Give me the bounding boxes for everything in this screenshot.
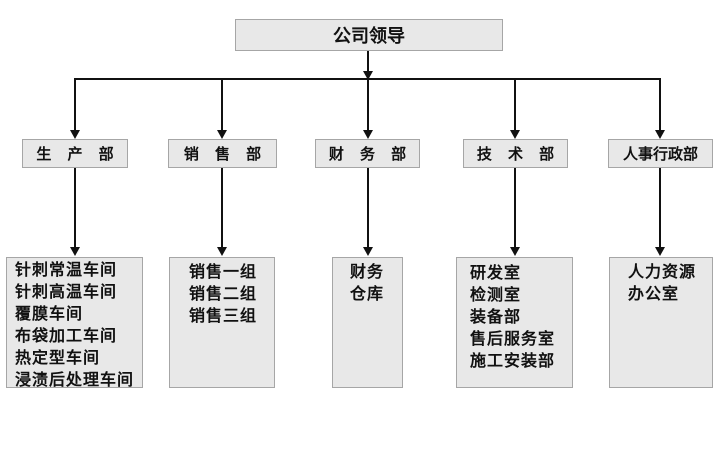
arrow-down-icon [70,247,80,256]
arrow-down-icon [363,71,373,80]
arrow-down-icon [510,247,520,256]
org-node-label: 人事行政部 [622,146,698,163]
org-unit-item: 针刺高温车间 [15,284,118,301]
org-unit-item: 财务 [350,264,385,281]
org-unit-item: 办公室 [628,286,680,303]
arrow-down-icon [217,130,227,139]
org-unit-item: 覆膜车间 [15,306,84,323]
org-unit-item: 浸渍后处理车间 [15,372,135,389]
arrow-down-icon [363,247,373,256]
org-node-root: 公司领导 [235,19,503,51]
org-unit-item: 检测室 [470,287,522,304]
org-node-label: 财 务 部 [328,146,407,163]
org-node-label: 销 售 部 [183,146,262,163]
org-node-root-label: 公司领导 [333,26,405,46]
org-unit-list-hr-admin: 人力资源 办公室 [609,257,713,388]
org-unit-item: 热定型车间 [15,350,101,367]
org-unit-item: 研发室 [470,265,522,282]
org-unit-item: 人力资源 [628,264,697,281]
org-unit-item: 销售一组 [189,264,258,281]
org-unit-item: 销售二组 [189,286,258,303]
org-unit-item: 仓库 [350,286,385,303]
org-unit-item: 装备部 [470,309,522,326]
org-node-hr-admin-dept: 人事行政部 [608,139,713,168]
org-unit-item: 施工安装部 [470,353,556,370]
org-node-sales-dept: 销 售 部 [168,139,277,168]
org-node-label: 生 产 部 [36,146,114,163]
arrow-down-icon [655,247,665,256]
org-unit-item: 销售三组 [189,308,258,325]
org-node-technology-dept: 技 术 部 [463,139,568,168]
arrow-down-icon [363,130,373,139]
org-unit-item: 针刺常温车间 [15,262,118,279]
org-node-label: 技 术 部 [476,146,555,163]
org-unit-list-technology: 研发室 检测室 装备部 售后服务室 施工安装部 [456,257,573,388]
org-unit-list-finance: 财务 仓库 [332,257,403,388]
org-node-production-dept: 生 产 部 [22,139,128,168]
arrow-down-icon [655,130,665,139]
org-unit-item: 布袋加工车间 [15,328,118,345]
arrow-down-icon [217,247,227,256]
org-unit-list-sales: 销售一组 销售二组 销售三组 [169,257,275,388]
org-unit-list-production: 针刺常温车间 针刺高温车间 覆膜车间 布袋加工车间 热定型车间 浸渍后处理车间 [6,257,143,389]
arrow-down-icon [70,130,80,139]
arrow-down-icon [510,130,520,139]
org-node-finance-dept: 财 务 部 [315,139,420,168]
org-unit-item: 售后服务室 [470,331,556,348]
